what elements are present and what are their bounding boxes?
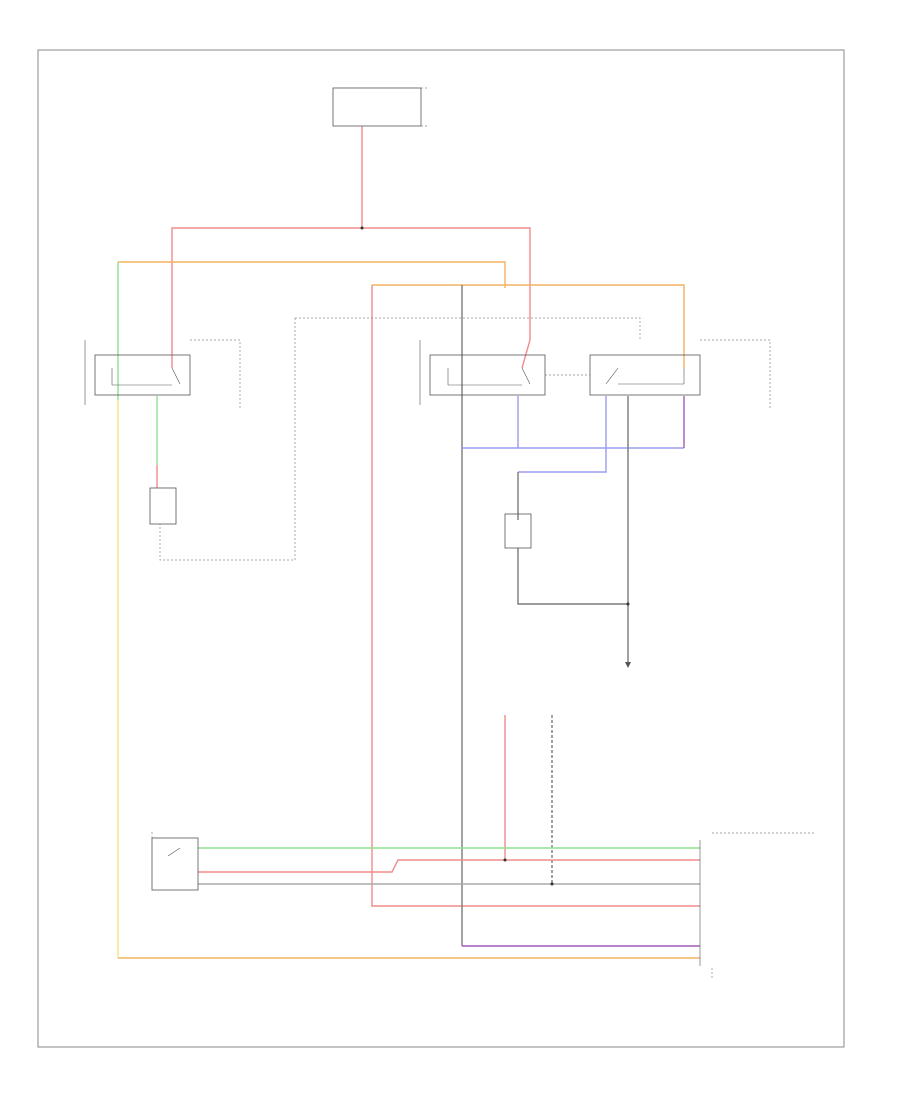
lower-left-box [151, 837, 199, 891]
right-contact-2 [605, 367, 685, 385]
splice-2 [550, 882, 554, 886]
fuse-box-dash [421, 87, 428, 127]
right-switch-dash [545, 339, 771, 408]
center-motor [504, 513, 532, 549]
gray-splice [626, 602, 630, 606]
fuse-box [332, 87, 422, 127]
left-dashed-top [295, 317, 641, 340]
gray-ground-wire [517, 548, 628, 605]
right-contact-1 [447, 367, 531, 386]
right-switch-1 [429, 354, 546, 396]
right-module-dash [711, 832, 815, 978]
ground-arrow [625, 662, 631, 668]
diagram-border [37, 49, 845, 1048]
red-right-drop [521, 339, 531, 369]
lower-red-wire [198, 859, 700, 873]
orange-top-wire [118, 261, 506, 288]
red-splice [360, 226, 364, 230]
left-switch-dash [190, 339, 241, 408]
lower-left-switch [167, 847, 181, 857]
left-dashed-enclosure [159, 318, 296, 561]
left-motor [149, 487, 177, 525]
left-switch [94, 354, 191, 396]
splice-1 [503, 858, 507, 862]
red-long-wire [371, 285, 700, 907]
left-switch-contact [111, 367, 181, 386]
red-split-wire [171, 227, 531, 368]
blue-wire-right [518, 396, 607, 473]
orange-right-wire [372, 284, 685, 368]
